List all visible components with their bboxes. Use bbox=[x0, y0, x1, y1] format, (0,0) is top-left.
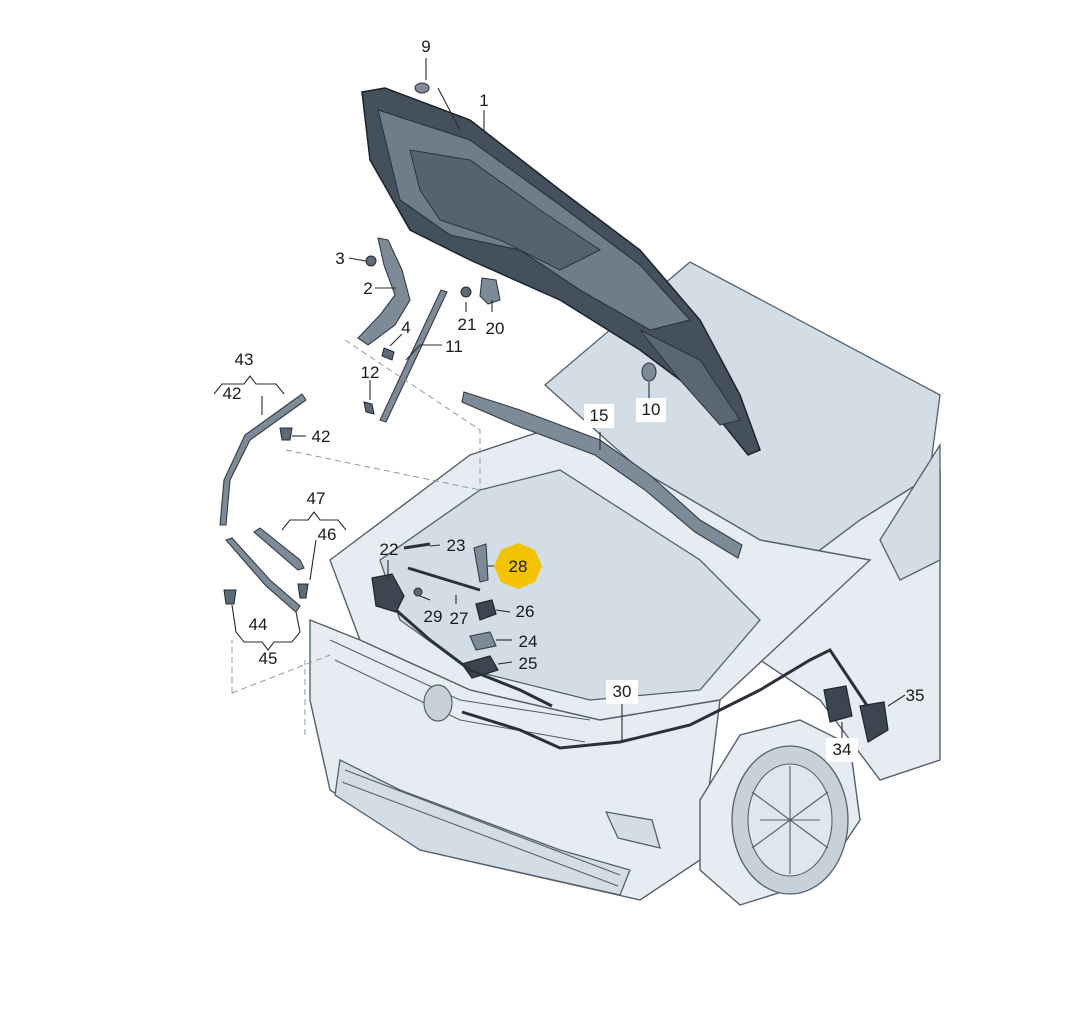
label-42-top: 42 bbox=[223, 384, 242, 403]
side-seal-46 bbox=[225, 537, 301, 613]
label-44: 44 bbox=[249, 615, 268, 634]
label-46: 46 bbox=[318, 525, 337, 544]
clip-46 bbox=[297, 583, 309, 599]
label-35: 35 bbox=[906, 686, 925, 705]
label-23: 23 bbox=[447, 536, 466, 555]
hood-lock bbox=[371, 573, 405, 613]
nut-3 bbox=[365, 255, 377, 267]
label-43: 43 bbox=[235, 350, 254, 369]
label-29: 29 bbox=[424, 607, 443, 626]
catch-hook-28 bbox=[473, 543, 489, 583]
part-labels: 9 1 3 2 4 11 12 21 20 10 15 43 42 42 47 … bbox=[223, 36, 925, 762]
label-11: 11 bbox=[445, 337, 463, 356]
buffer-10 bbox=[641, 362, 657, 382]
hood-panel bbox=[361, 87, 761, 456]
highlight-marker bbox=[494, 543, 542, 589]
car-body bbox=[309, 261, 941, 906]
label-24: 24 bbox=[519, 632, 538, 651]
label-4: 4 bbox=[401, 318, 410, 337]
release-lever-34 bbox=[823, 685, 853, 723]
label-25: 25 bbox=[519, 654, 538, 673]
nut-21 bbox=[460, 286, 472, 298]
label-30: 30 bbox=[613, 682, 632, 701]
label-15: 15 bbox=[590, 406, 609, 425]
label-10: 10 bbox=[642, 400, 661, 419]
release-cable bbox=[395, 608, 553, 708]
clip-44 bbox=[223, 589, 237, 605]
bolt-4 bbox=[381, 347, 395, 361]
label-21: 21 bbox=[458, 315, 477, 334]
label-20: 20 bbox=[486, 319, 505, 338]
clip-42 bbox=[279, 427, 293, 441]
bracket-25 bbox=[461, 655, 499, 679]
label-3: 3 bbox=[335, 249, 344, 268]
label-26: 26 bbox=[516, 602, 535, 621]
clip-29 bbox=[413, 587, 423, 597]
label-1: 1 bbox=[479, 91, 488, 110]
bolt-23 bbox=[403, 542, 431, 550]
latch-26 bbox=[475, 599, 497, 621]
label-42: 42 bbox=[312, 427, 331, 446]
label-27: 27 bbox=[450, 609, 469, 628]
label-2: 2 bbox=[363, 279, 372, 298]
side-seal-43 bbox=[219, 393, 307, 526]
label-28: 28 bbox=[509, 557, 528, 576]
label-47: 47 bbox=[307, 489, 326, 508]
label-12: 12 bbox=[361, 363, 380, 382]
bolt-12 bbox=[363, 401, 375, 415]
handle-35 bbox=[859, 701, 889, 743]
gas-strut bbox=[379, 289, 448, 423]
release-cable-main bbox=[461, 648, 872, 750]
bracket-20 bbox=[479, 277, 501, 305]
label-45: 45 bbox=[259, 649, 278, 668]
side-seal-47 bbox=[253, 527, 305, 571]
plate-24 bbox=[469, 631, 497, 651]
label-9: 9 bbox=[421, 37, 430, 56]
reference-lines bbox=[231, 339, 481, 735]
hood-hinge bbox=[357, 237, 411, 346]
label-22: 22 bbox=[380, 540, 399, 559]
clip-9 bbox=[414, 82, 430, 94]
release-rod-27 bbox=[407, 566, 481, 592]
label-34: 34 bbox=[833, 740, 852, 759]
